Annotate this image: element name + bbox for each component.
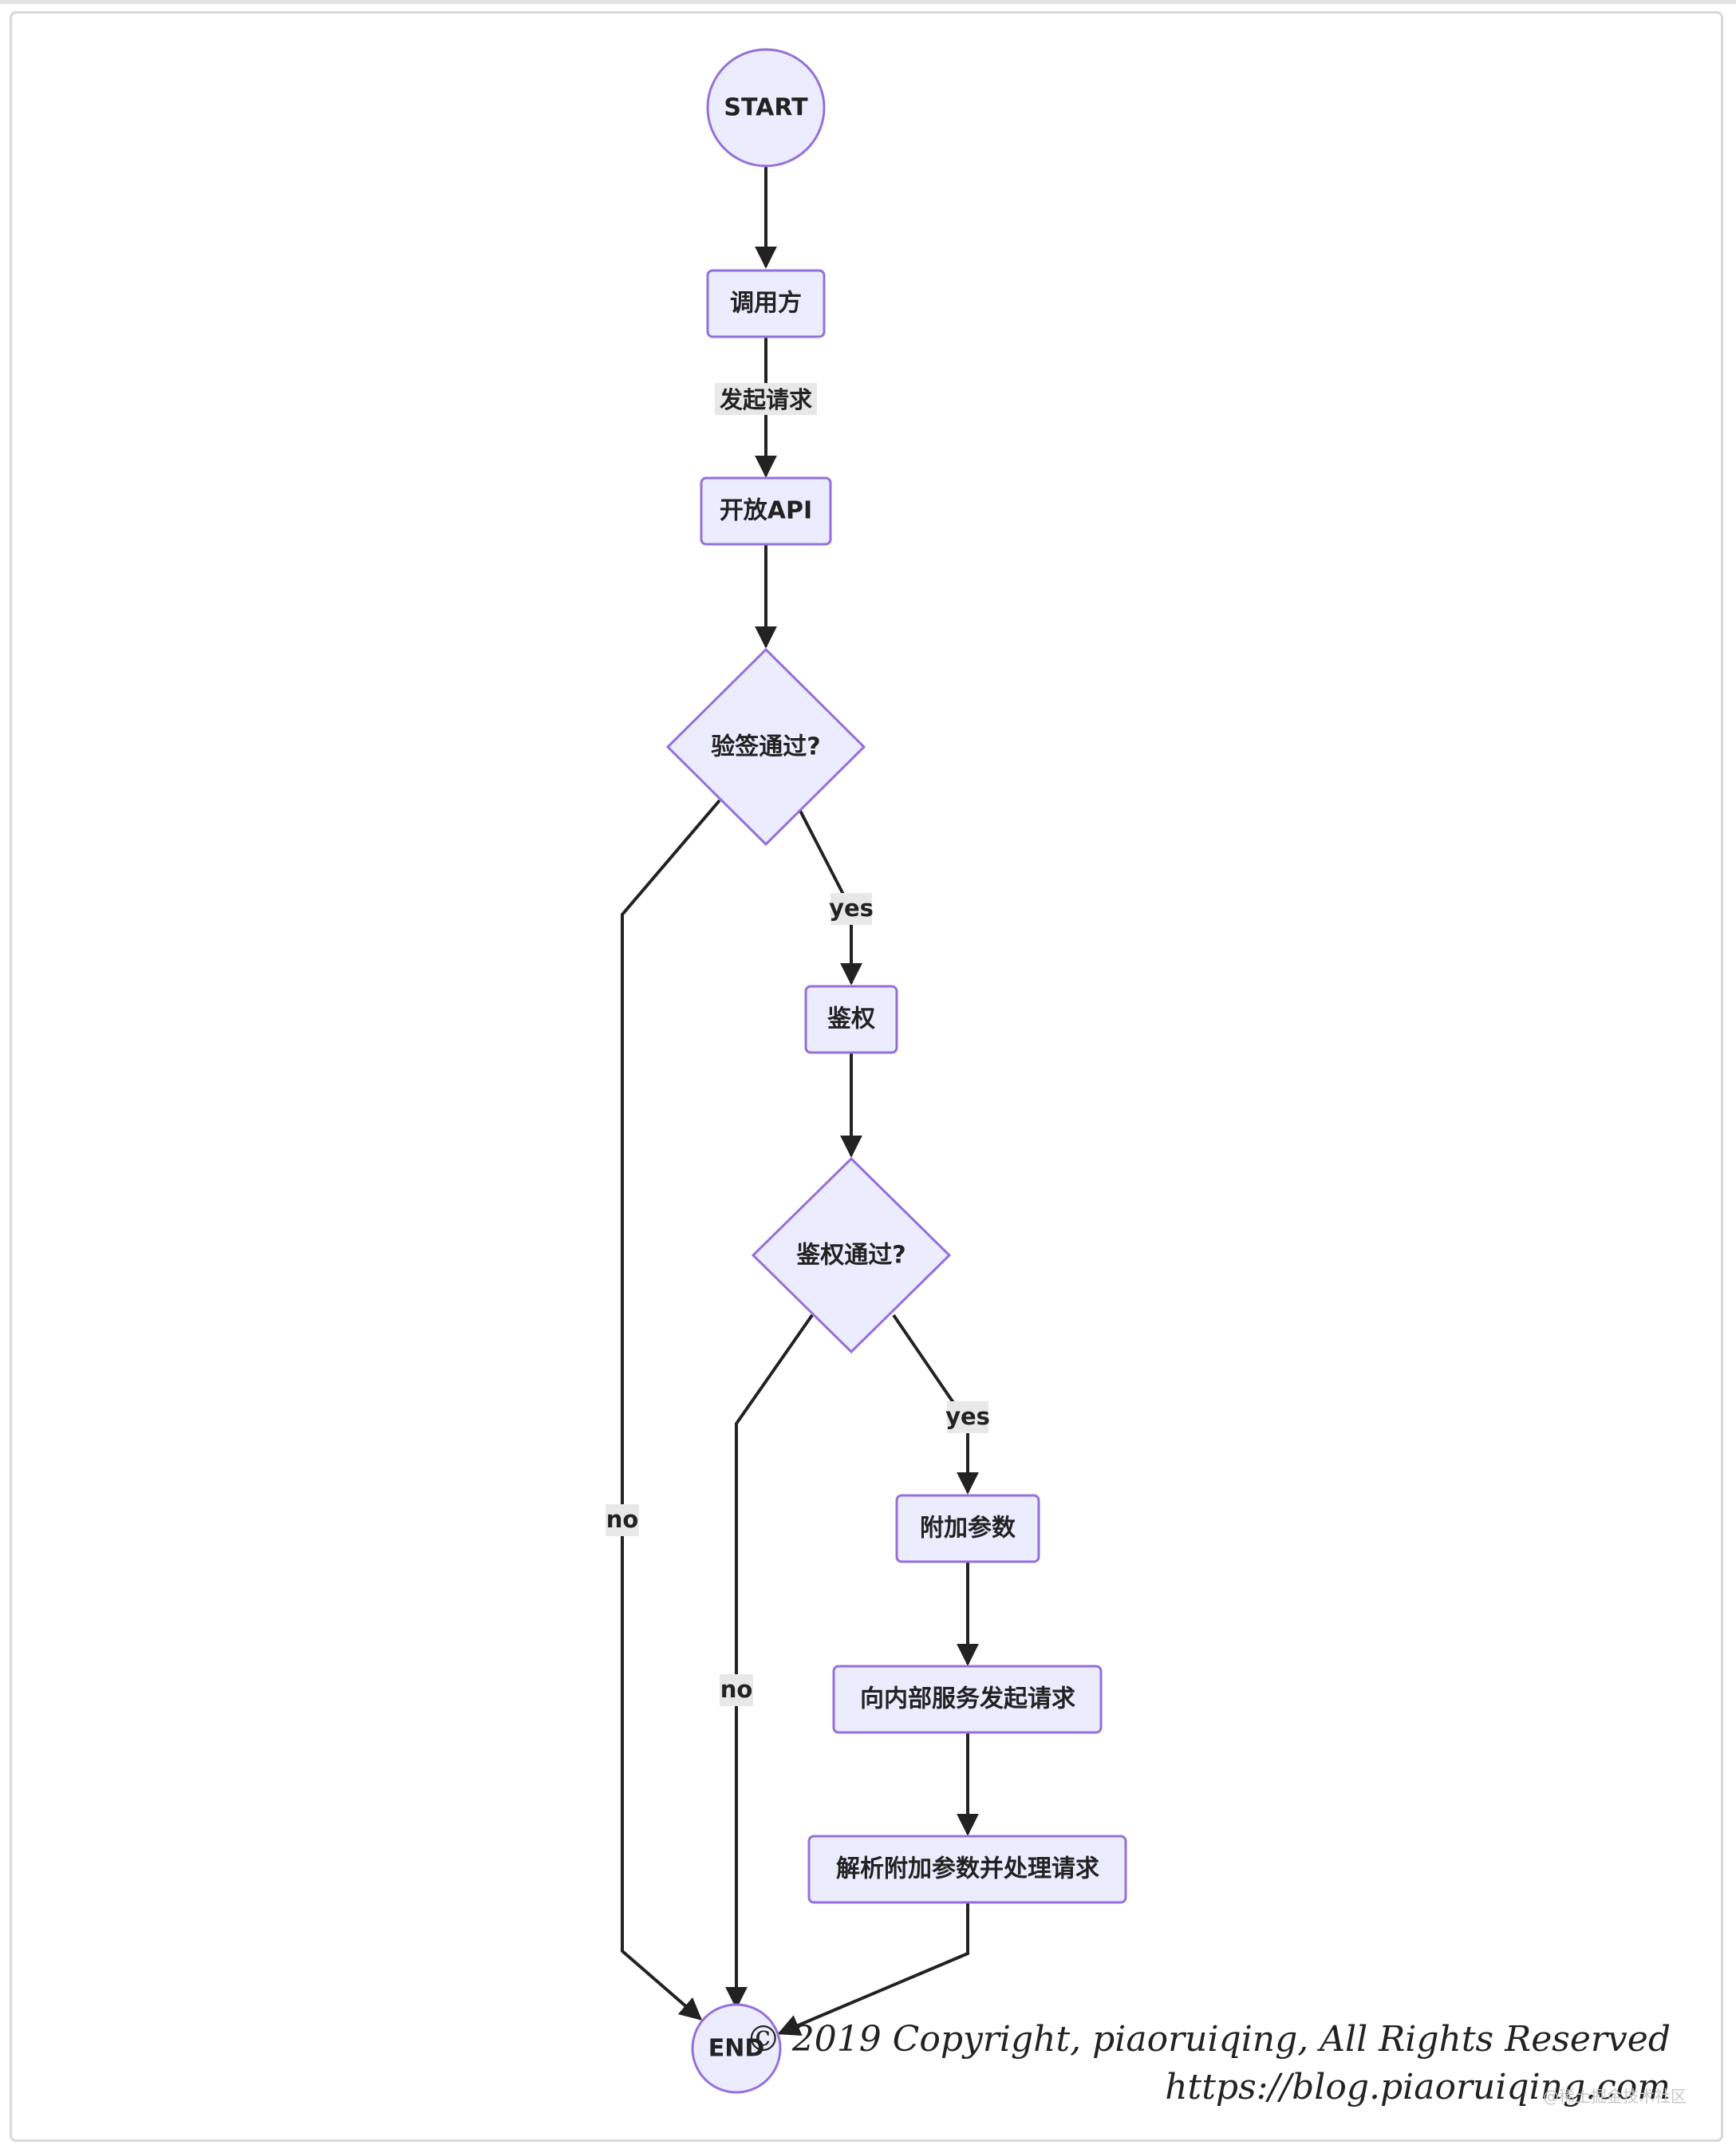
svg-text:no: no (606, 1506, 639, 1533)
svg-text:no: no (720, 1676, 753, 1703)
edge-parse-to-end (777, 1902, 969, 2036)
node-parse-process: 解析附加参数并处理请求 (807, 1835, 1127, 1904)
svg-text:验签通过?: 验签通过? (711, 733, 820, 761)
node-auth: 鉴权 (804, 985, 898, 1054)
svg-text:发起请求: 发起请求 (719, 386, 812, 413)
svg-text:END: END (708, 2035, 765, 2063)
svg-text:解析附加参数并处理请求: 解析附加参数并处理请求 (836, 1855, 1099, 1883)
svg-text:开放API: 开放API (720, 497, 812, 525)
node-auth-check: 鉴权通过? (751, 1156, 952, 1354)
node-attach-params: 附加参数 (895, 1494, 1040, 1563)
top-border-line (0, 0, 1736, 4)
svg-text:鉴权通过?: 鉴权通过? (795, 1242, 905, 1270)
edge-label-request: 发起请求 (715, 383, 817, 415)
svg-text:yes: yes (829, 895, 874, 922)
node-end: END (691, 2003, 782, 2094)
svg-text:调用方: 调用方 (730, 290, 802, 318)
node-internal-request: 向内部服务发起请求 (832, 1665, 1103, 1734)
svg-text:START: START (724, 94, 808, 122)
edge-auth-no (725, 1314, 814, 2009)
watermark-text: @稀土掘金技术社区 (1543, 2087, 1687, 2106)
edge-label-sig-yes: yes (829, 893, 874, 925)
edge-label-auth-yes: yes (945, 1401, 990, 1433)
svg-text:yes: yes (945, 1403, 990, 1430)
node-start: START (706, 48, 826, 168)
edge-sig-no (621, 799, 721, 2021)
diagram-frame (10, 11, 1723, 2142)
blog-url: https://blog.piaoruiqing.com (1165, 2067, 1671, 2108)
node-open-api: 开放API (700, 476, 832, 546)
node-signature-check: 验签通过? (665, 647, 866, 847)
svg-text:附加参数: 附加参数 (920, 1515, 1016, 1543)
svg-text:鉴权: 鉴权 (827, 1005, 875, 1033)
edge-label-sig-no: no (606, 1504, 639, 1536)
edge-label-auth-no: no (720, 1674, 753, 1706)
node-caller: 调用方 (706, 269, 826, 338)
svg-text:向内部服务发起请求: 向内部服务发起请求 (860, 1685, 1075, 1713)
copyright-text: © 2019 Copyright, piaoruiqing, All Right… (746, 2019, 1671, 2060)
